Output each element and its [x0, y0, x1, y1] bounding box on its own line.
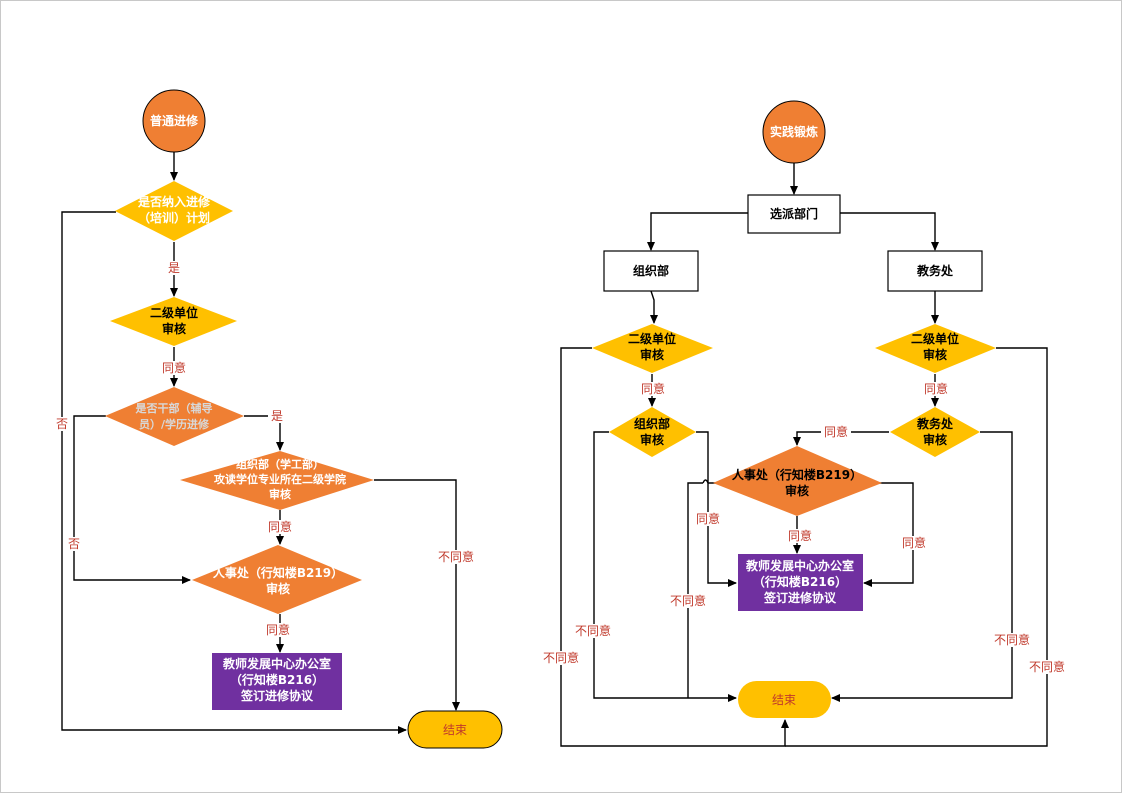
edge-d1-no [61, 211, 407, 734]
right-decision-edu-review[interactable] [890, 407, 980, 457]
right-label-agree-right-1: 同意 [924, 381, 948, 396]
right-process-select-dept[interactable] [747, 194, 841, 234]
right-process-org[interactable] [603, 250, 699, 292]
left-label-agree-2: 同意 [268, 519, 292, 534]
left-start-node[interactable] [142, 89, 206, 153]
edge-dr2-dm [793, 431, 889, 446]
right-label-agree-left-2: 同意 [696, 511, 720, 526]
right-label-disagree-right-2: 不同意 [994, 632, 1030, 647]
right-decision-org-review[interactable] [609, 407, 696, 457]
edge-dr2-disagree [831, 431, 1013, 702]
edge-hop [702, 479, 709, 484]
edge-dm-box-right [863, 482, 914, 587]
right-process-edu-text: 教务处 [916, 263, 954, 278]
right-process-sign-agreement[interactable] [738, 554, 863, 611]
edge-d3-no [73, 415, 191, 584]
right-process-select-dept-text: 选派部门 [770, 206, 818, 221]
edge-select-edu [840, 212, 939, 251]
left-decision-hr-review-line2: 审核 [266, 581, 290, 596]
left-label-agree-3: 同意 [266, 622, 290, 637]
edge-org-dl1 [650, 290, 658, 324]
left-label-no-2: 否 [68, 537, 80, 551]
right-decision-edu-review-line2: 审核 [923, 432, 947, 447]
left-decision-org-review-line1: 组织部（学工部） [236, 457, 324, 471]
right-decision-hr-review[interactable] [713, 446, 882, 516]
edge-dl1-disagree [560, 347, 789, 747]
right-label-disagree-left-2: 不同意 [575, 623, 611, 638]
edge-d4-disagree [374, 479, 460, 711]
left-decision-hr-review-line1: 人事处（行知楼B219） [213, 565, 343, 580]
right-nodes: 实践锻炼 选派部门 组织部 教务处 二级单位 审核 二级单位 审核 组织部 审核… [592, 100, 996, 718]
left-process-sign-agreement-line1: 教师发展中心办公室 [222, 656, 331, 671]
left-label-agree-1: 同意 [162, 360, 186, 375]
left-decision-unit-review-line1: 二级单位 [150, 305, 198, 320]
right-process-edu[interactable] [887, 250, 983, 292]
right-end-node[interactable] [738, 681, 831, 718]
left-nodes: 普通进修 是否纳入进修 （培训）计划 二级单位 审核 是否干部（辅导 员）/学历… [105, 89, 503, 749]
left-process-sign-agreement-line3: 签订进修协议 [240, 688, 314, 703]
right-decision-unit-review-left-line1: 二级单位 [628, 331, 676, 346]
right-label-agree-mid: 同意 [788, 528, 812, 543]
right-decision-unit-review-right-line1: 二级单位 [911, 331, 959, 346]
left-decision-plan-line1: 是否纳入进修 [137, 194, 211, 209]
right-decision-unit-review-left-line2: 审核 [640, 347, 664, 362]
left-labels: 是 同意 是 同意 同意 否 否 不同意 [53, 261, 478, 637]
right-decision-hr-review-line2: 审核 [785, 483, 809, 498]
left-label-disagree: 不同意 [438, 549, 474, 564]
right-process-sign-agreement-line2: （行知楼B216） [753, 574, 847, 589]
left-decision-unit-review[interactable] [110, 297, 237, 346]
right-label-agree-right-2: 同意 [824, 424, 848, 439]
right-label-disagree-right-1: 不同意 [1029, 659, 1065, 674]
left-flowchart [61, 152, 460, 734]
right-decision-org-review-line1: 组织部 [634, 416, 670, 431]
left-start-text: 普通进修 [150, 113, 199, 128]
edge-select-org [647, 212, 748, 251]
left-end-node[interactable] [407, 710, 503, 749]
right-label-agree-left-1: 同意 [641, 381, 665, 396]
right-decision-unit-review-right-line2: 审核 [923, 347, 947, 362]
right-label-disagree-left-1: 不同意 [543, 650, 579, 665]
right-decision-edu-review-line1: 教务处 [916, 416, 954, 431]
right-label-agree-right-3: 同意 [902, 535, 926, 550]
left-decision-plan[interactable] [115, 181, 233, 241]
left-process-sign-agreement-line2: （行知楼B216） [230, 672, 324, 687]
left-label-yes-1: 是 [168, 261, 180, 275]
right-process-org-text: 组织部 [633, 263, 669, 278]
right-process-sign-agreement-line3: 签订进修协议 [763, 590, 837, 605]
left-decision-org-review-line2: 攻读学位专业所在二级学院 [214, 472, 346, 486]
right-label-disagree-mid: 不同意 [670, 593, 706, 608]
left-end-text: 结束 [443, 723, 467, 737]
left-decision-unit-review-line2: 审核 [162, 321, 186, 336]
edge-dl2-box [696, 431, 737, 587]
right-decision-unit-review-left[interactable] [592, 324, 713, 373]
right-process-sign-agreement-line1: 教师发展中心办公室 [745, 558, 854, 573]
right-start-node[interactable] [762, 100, 826, 164]
left-process-sign-agreement[interactable] [212, 653, 342, 710]
left-decision-hr-review[interactable] [192, 545, 362, 614]
left-decision-org-review-line3: 审核 [269, 487, 291, 501]
right-labels: 同意 同意 同意 同意 同意 同意 不同意 不同意 不同意 不同意 不同意 [539, 381, 1069, 674]
right-end-text: 结束 [772, 693, 796, 707]
left-decision-plan-line2: （培训）计划 [138, 210, 210, 225]
left-decision-cadre-line1: 是否干部（辅导 [135, 401, 213, 415]
left-label-no-1: 否 [56, 417, 68, 431]
left-decision-cadre-line2: 员）/学历进修 [139, 417, 210, 431]
left-label-yes-2: 是 [271, 409, 283, 423]
left-decision-cadre[interactable] [105, 387, 244, 446]
edge-dl2-disagree [593, 431, 737, 702]
left-decision-org-review[interactable] [180, 451, 374, 510]
right-decision-unit-review-right[interactable] [875, 324, 996, 373]
edge-dr1-disagree [785, 347, 1048, 747]
right-start-text: 实践锻炼 [770, 124, 818, 139]
right-decision-org-review-line2: 审核 [640, 432, 664, 447]
right-decision-hr-review-line1: 人事处（行知楼B219） [732, 467, 862, 482]
